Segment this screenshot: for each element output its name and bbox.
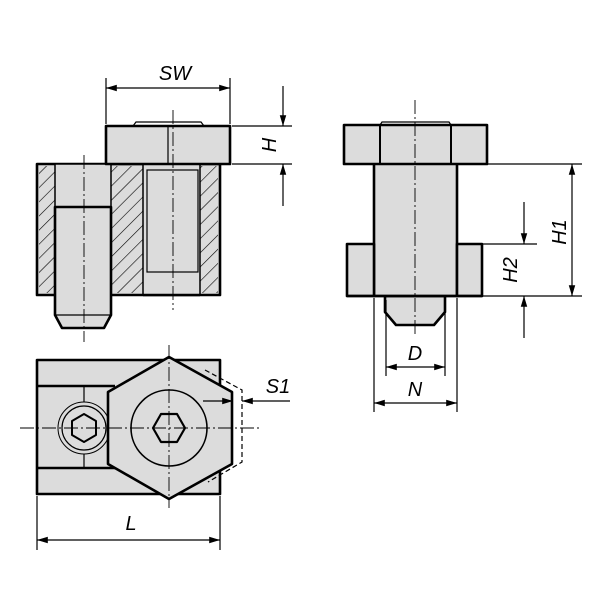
hatch-left bbox=[39, 166, 55, 293]
top-view: S1 L bbox=[20, 345, 290, 550]
label-n: N bbox=[408, 379, 423, 401]
dimension-n: N bbox=[373, 298, 458, 412]
dimension-h: H bbox=[232, 86, 292, 206]
label-l: L bbox=[125, 513, 136, 535]
hex-socket-small bbox=[71, 413, 97, 443]
label-d: D bbox=[408, 343, 422, 365]
hatch-right bbox=[200, 166, 218, 293]
dimension-h2: H2 bbox=[482, 202, 537, 338]
dimension-l: L bbox=[36, 496, 221, 550]
label-h: H bbox=[259, 137, 281, 152]
thread-inner bbox=[146, 169, 199, 273]
dimension-d: D bbox=[385, 300, 446, 376]
set-screw bbox=[53, 205, 113, 330]
dimension-h1: H1 bbox=[482, 163, 582, 297]
shaft bbox=[372, 158, 459, 298]
label-sw: SW bbox=[159, 63, 193, 85]
left-bore bbox=[54, 163, 112, 209]
dimension-sw: SW bbox=[105, 63, 231, 124]
label-s1: S1 bbox=[266, 376, 290, 398]
label-h2: H2 bbox=[500, 257, 522, 283]
section-view: SW H bbox=[35, 63, 292, 342]
hex-head bbox=[342, 123, 489, 166]
hatch-middle bbox=[111, 166, 143, 293]
right-bore bbox=[142, 163, 201, 296]
side-view: H1 H2 D N bbox=[342, 100, 582, 412]
label-h1: H1 bbox=[549, 219, 571, 245]
dimension-s1: S1 bbox=[203, 376, 290, 405]
